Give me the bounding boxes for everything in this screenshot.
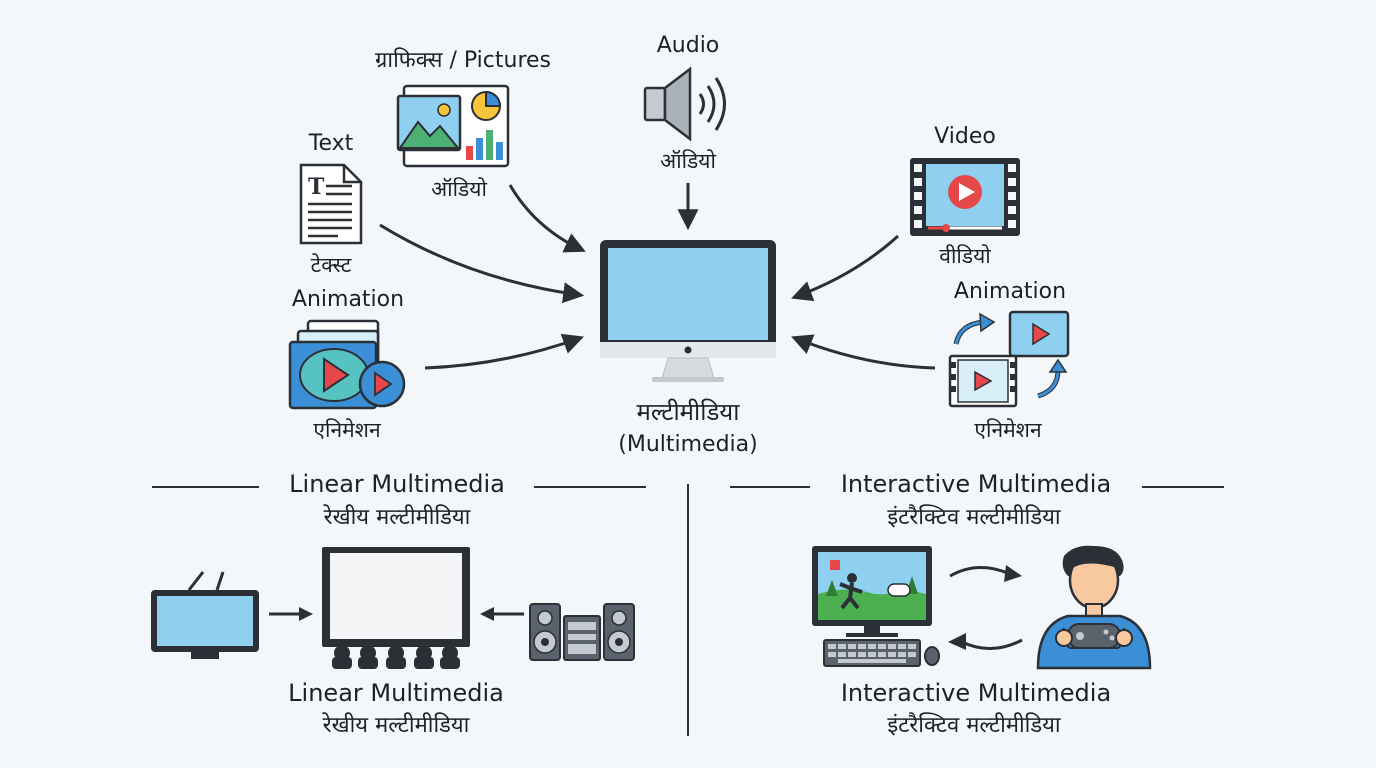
audio-title: Audio: [656, 33, 720, 58]
linear-caption-hi: रेखीय मल्टीमीडिया: [322, 713, 470, 738]
text-title: Text: [308, 131, 354, 156]
animation-frames-icon: [948, 310, 1070, 408]
arrow-text-to-center: [379, 223, 585, 304]
graphics-title: ग्राफिक्स / Pictures: [374, 48, 552, 73]
arrow-animation-left-to-center: [424, 333, 584, 370]
arrow-graphics-to-center: [508, 184, 586, 253]
interactive-heading-hi: इंटरैक्टिव मल्टीमीडिया: [887, 505, 1061, 530]
divider-line: [1142, 486, 1224, 488]
interactive-caption-hi: इंटरैक्टिव मल्टीमीडिया: [887, 713, 1061, 738]
video-player-icon: [910, 158, 1020, 236]
cinema-screen-icon: [322, 547, 470, 669]
animation-left-subtitle: एनिमेशन: [313, 418, 381, 442]
speaker-icon: [643, 66, 726, 142]
divider-line: [534, 486, 646, 488]
animation-left-title: Animation: [291, 287, 405, 312]
picture-chart-icon: [396, 84, 510, 168]
graphics-subtitle: ऑडियो: [431, 177, 487, 201]
arrow-stereo-to-cinema: [480, 607, 524, 621]
interactive-caption: Interactive Multimedia: [840, 679, 1112, 707]
desktop-monitor-icon: [600, 240, 776, 382]
television-icon: [151, 571, 259, 659]
linear-caption: Linear Multimedia: [288, 679, 504, 707]
arrow-video-to-center: [791, 234, 900, 302]
animation-right-title: Animation: [953, 279, 1067, 304]
document-icon: T: [299, 163, 363, 245]
interactive-heading: Interactive Multimedia: [840, 470, 1112, 498]
arrow-tv-to-cinema: [269, 607, 313, 621]
section-separator: [687, 484, 689, 736]
video-title: Video: [934, 124, 996, 149]
linear-heading-hi: रेखीय मल्टीमीडिया: [323, 505, 471, 530]
gamer-person-icon: [1036, 545, 1152, 670]
video-subtitle: वीडियो: [939, 244, 991, 268]
stereo-system-icon: [529, 603, 635, 661]
interaction-cycle-arrows: [948, 565, 1023, 651]
text-subtitle: टेक्स्ट: [310, 253, 352, 277]
divider-line: [152, 486, 259, 488]
center-title: मल्टीमीडिया: [636, 398, 740, 426]
animation-layers-icon: [288, 319, 406, 410]
animation-right-subtitle: एनिमेशन: [974, 418, 1042, 442]
linear-heading: Linear Multimedia: [289, 470, 505, 498]
gaming-computer-icon: [812, 546, 940, 667]
divider-line: [730, 486, 810, 488]
audio-subtitle: ऑडियो: [660, 149, 716, 173]
arrow-animation-right-to-center: [791, 334, 936, 370]
center-subtitle: (Multimedia): [618, 432, 758, 457]
svg-text:T: T: [308, 174, 325, 200]
